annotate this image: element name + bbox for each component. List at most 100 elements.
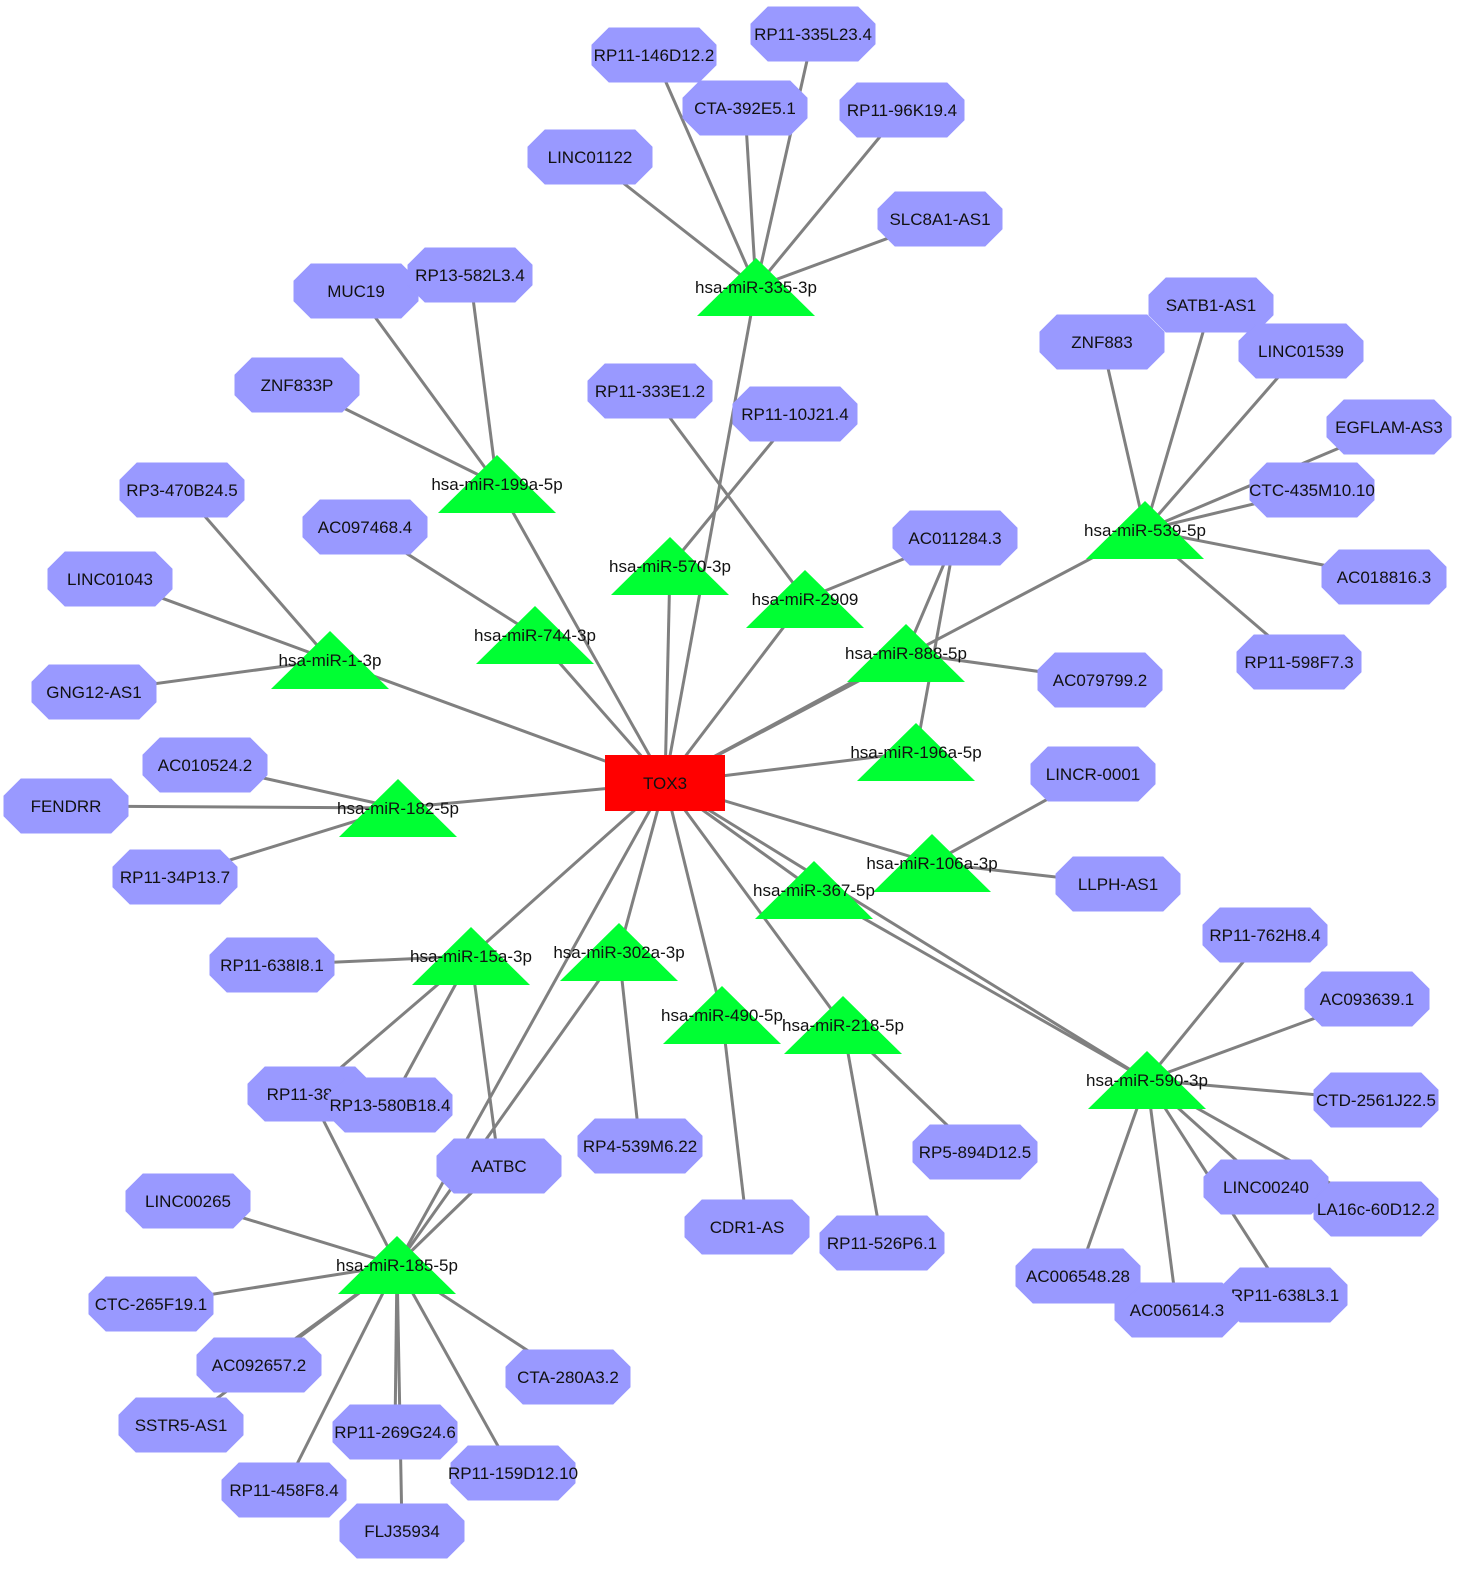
- octagon-shape: [1304, 971, 1430, 1027]
- mirna-node: hsa-miR-744-3p: [474, 606, 596, 664]
- edge-hsa-mir-1-3p-rp3-470b24-5: [180, 489, 332, 661]
- triangle-shape: [339, 779, 457, 837]
- rectangle-shape: [605, 755, 725, 811]
- octagon-shape: [505, 1349, 631, 1405]
- lncrna-node: RP11-458F8.4: [221, 1462, 347, 1518]
- lncrna-label: RP11-762H8.4: [1209, 926, 1320, 945]
- lncrna-label: MUC19: [327, 282, 385, 301]
- lncrna-node: RP11-638L3.1: [1222, 1267, 1348, 1323]
- octagon-shape: [1238, 323, 1364, 379]
- lncrna-node: GNG12-AS1: [31, 664, 157, 720]
- octagon-shape: [577, 1118, 703, 1174]
- mirna-node: hsa-miR-106a-3p: [866, 834, 998, 892]
- lncrna-label: AC018816.3: [1337, 568, 1432, 587]
- lncrna-node: SSTR5-AS1: [118, 1397, 244, 1453]
- lncrna-label: RP5-894D12.5: [919, 1143, 1031, 1162]
- octagon-shape: [1015, 1248, 1141, 1304]
- lncrna-label: RP11-159D12.10: [448, 1464, 578, 1483]
- lncrna-node: RP11-333E1.2: [587, 363, 713, 419]
- lncrna-node: RP11-526P6.1: [819, 1215, 945, 1271]
- octagon-shape: [892, 510, 1018, 566]
- octagon-shape: [118, 1397, 244, 1453]
- lncrna-label: AC093639.1: [1320, 990, 1415, 1009]
- octagon-shape: [1236, 634, 1362, 690]
- lncrna-node: CTC-265F19.1: [88, 1276, 214, 1332]
- triangle-shape: [784, 996, 902, 1054]
- lncrna-node: RP11-269G24.6: [332, 1404, 458, 1460]
- octagon-shape: [450, 1445, 576, 1501]
- mirna-node: hsa-miR-590-3p: [1086, 1051, 1208, 1109]
- lncrna-label: CTA-392E5.1: [694, 99, 796, 118]
- octagon-shape: [750, 6, 876, 62]
- lncrna-label: GNG12-AS1: [46, 683, 141, 702]
- lncrna-node: ZNF883: [1039, 314, 1165, 370]
- triangle-shape: [873, 834, 991, 892]
- triangle-shape: [412, 927, 530, 985]
- octagon-shape: [587, 363, 713, 419]
- mirna-label: hsa-miR-185-5p: [336, 1256, 458, 1275]
- edge-hub-hsa-mir-218-5p: [663, 782, 845, 1026]
- lncrna-node: LINCR-0001: [1030, 746, 1156, 802]
- triangle-shape: [611, 537, 729, 595]
- lncrna-label: AC097468.4: [318, 518, 413, 537]
- edge-hsa-mir-218-5p-rp11-526p6-1: [841, 1024, 884, 1244]
- lncrna-label: LINC00265: [145, 1192, 231, 1211]
- lncrna-node: FLJ35934: [339, 1503, 465, 1559]
- mirna-label: hsa-miR-744-3p: [474, 626, 596, 645]
- edge-hsa-mir-185-5p-hsa-mir-302a-3p: [395, 951, 621, 1266]
- lncrna-label: RP11-458F8.4: [229, 1481, 338, 1500]
- lncrna-label: ZNF883: [1071, 333, 1132, 352]
- octagon-shape: [1321, 549, 1447, 605]
- edge-hsa-mir-335-3p-rp11-146d12-2: [652, 54, 758, 288]
- lncrna-node: LLPH-AS1: [1055, 856, 1181, 912]
- octagon-shape: [684, 1199, 810, 1255]
- edge-hub-hsa-mir-490-5p: [663, 782, 724, 1016]
- mirna-node: hsa-miR-888-5p: [845, 624, 967, 682]
- lncrna-label: LINC01539: [1258, 342, 1344, 361]
- lncrna-node: CTA-280A3.2: [505, 1349, 631, 1405]
- octagon-shape: [1055, 856, 1181, 912]
- mirna-label: hsa-miR-1-3p: [279, 651, 382, 670]
- lncrna-node: AC079799.2: [1037, 652, 1163, 708]
- lncrna-label: SATB1-AS1: [1166, 296, 1256, 315]
- octagon-shape: [339, 1503, 465, 1559]
- edge-hsa-mir-185-5p-rp11-384k: [308, 1093, 399, 1266]
- lncrna-node: LINC01122: [527, 129, 653, 185]
- lncrna-node: RP11-146D12.2: [591, 27, 717, 83]
- octagon-shape: [302, 499, 428, 555]
- lncrna-label: CTA-280A3.2: [517, 1368, 619, 1387]
- triangle-shape: [857, 723, 975, 781]
- lncrna-node: LINC01043: [47, 551, 173, 607]
- edge-hsa-mir-2909-rp11-333e1-2: [648, 390, 807, 600]
- lncrna-label: RP11-146D12.2: [594, 46, 715, 65]
- lncrna-label: AC092657.2: [212, 1356, 307, 1375]
- triangle-shape: [271, 631, 389, 689]
- lncrna-node: RP11-159D12.10: [448, 1445, 578, 1501]
- edge-hub-hsa-mir-199a-5p: [495, 483, 667, 784]
- lncrna-label: RP11-34P13.7: [120, 868, 230, 887]
- mirna-node: hsa-miR-185-5p: [336, 1236, 458, 1294]
- lncrna-node: RP4-539M6.22: [577, 1118, 703, 1174]
- lncrna-label: RP11-10J21.4: [741, 405, 848, 424]
- mirna-label: hsa-miR-15a-3p: [410, 947, 532, 966]
- lncrna-node: RP11-762H8.4: [1202, 907, 1328, 963]
- octagon-shape: [877, 191, 1003, 247]
- octagon-shape: [125, 1173, 251, 1229]
- triangle-shape: [663, 986, 781, 1044]
- edge-hub-hsa-mir-185-5p: [395, 782, 667, 1266]
- edge-hsa-mir-185-5p-rp11-159d12-10: [395, 1264, 515, 1474]
- lncrna-node: MUC19: [293, 263, 419, 319]
- lncrna-label: FENDRR: [31, 797, 102, 816]
- triangle-shape: [847, 624, 965, 682]
- octagon-shape: [234, 357, 360, 413]
- octagon-shape: [1037, 652, 1163, 708]
- lncrna-label: LA16c-60D12.2: [1317, 1200, 1435, 1219]
- triangle-shape: [755, 861, 873, 919]
- edge-hsa-mir-490-5p-cdr1-as: [720, 1014, 749, 1228]
- mirna-node: hsa-miR-1-3p: [271, 631, 389, 689]
- edge-hsa-mir-185-5p-rp11-458f8-4: [282, 1264, 399, 1491]
- lncrna-label: RP13-580B18.4: [330, 1096, 451, 1115]
- lncrna-node: FENDRR: [3, 778, 129, 834]
